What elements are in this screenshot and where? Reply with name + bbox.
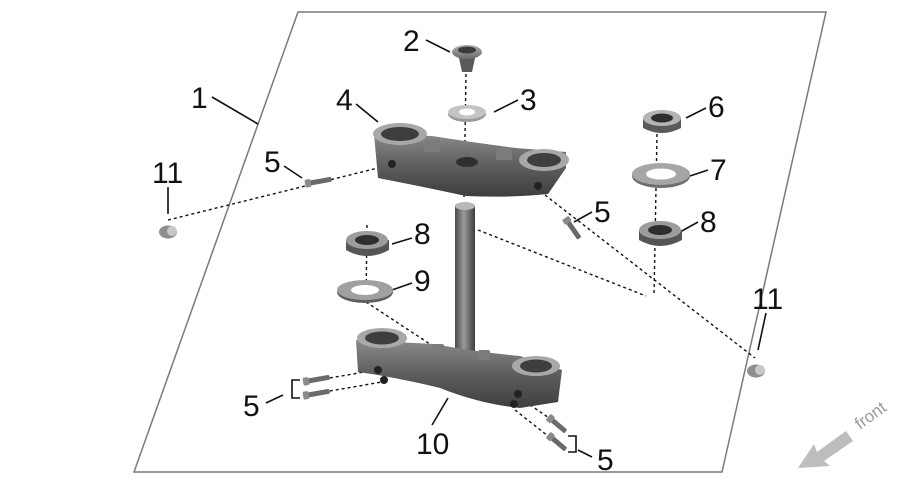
upper-triple-clamp <box>373 123 569 197</box>
callout-8-left: 8 <box>414 218 431 251</box>
frame-plug-right <box>747 364 765 378</box>
lower-triple-clamp <box>356 202 562 408</box>
dust-seal <box>337 280 393 303</box>
arrow-down-left-icon <box>798 431 853 468</box>
frame-plate-outline <box>132 11 827 473</box>
callout-8-right: 8 <box>700 206 717 239</box>
frame-plug-left <box>159 225 177 239</box>
castle-nut <box>643 110 681 133</box>
callout-labels: 1 2 3 4 5 5 5 5 6 7 8 8 9 10 11 11 <box>152 25 783 477</box>
callout-4: 4 <box>336 84 353 117</box>
lower-bearing <box>346 231 389 256</box>
callout-11-right: 11 <box>752 283 783 316</box>
callout-2: 2 <box>403 25 420 58</box>
callout-6: 6 <box>708 91 725 124</box>
bearing-washer <box>632 163 690 188</box>
callout-5-upper-right: 5 <box>594 196 611 229</box>
front-direction-indicator: front <box>798 398 890 468</box>
washer <box>448 105 486 122</box>
upper-bearing <box>639 221 682 246</box>
callout-10: 10 <box>416 428 449 461</box>
callout-5-upper-left: 5 <box>264 146 281 179</box>
front-label: front <box>851 398 890 434</box>
callout-leaders <box>167 39 767 458</box>
callout-5-lower-left: 5 <box>243 390 260 423</box>
callout-11-left: 11 <box>152 157 183 190</box>
stem-cap-bolt <box>452 45 482 72</box>
callout-7: 7 <box>710 154 727 187</box>
callout-9: 9 <box>414 265 431 298</box>
clamp-bolts <box>302 176 581 451</box>
callout-1: 1 <box>191 82 208 115</box>
callout-5-lower-right: 5 <box>597 444 614 477</box>
callout-3: 3 <box>520 84 537 117</box>
